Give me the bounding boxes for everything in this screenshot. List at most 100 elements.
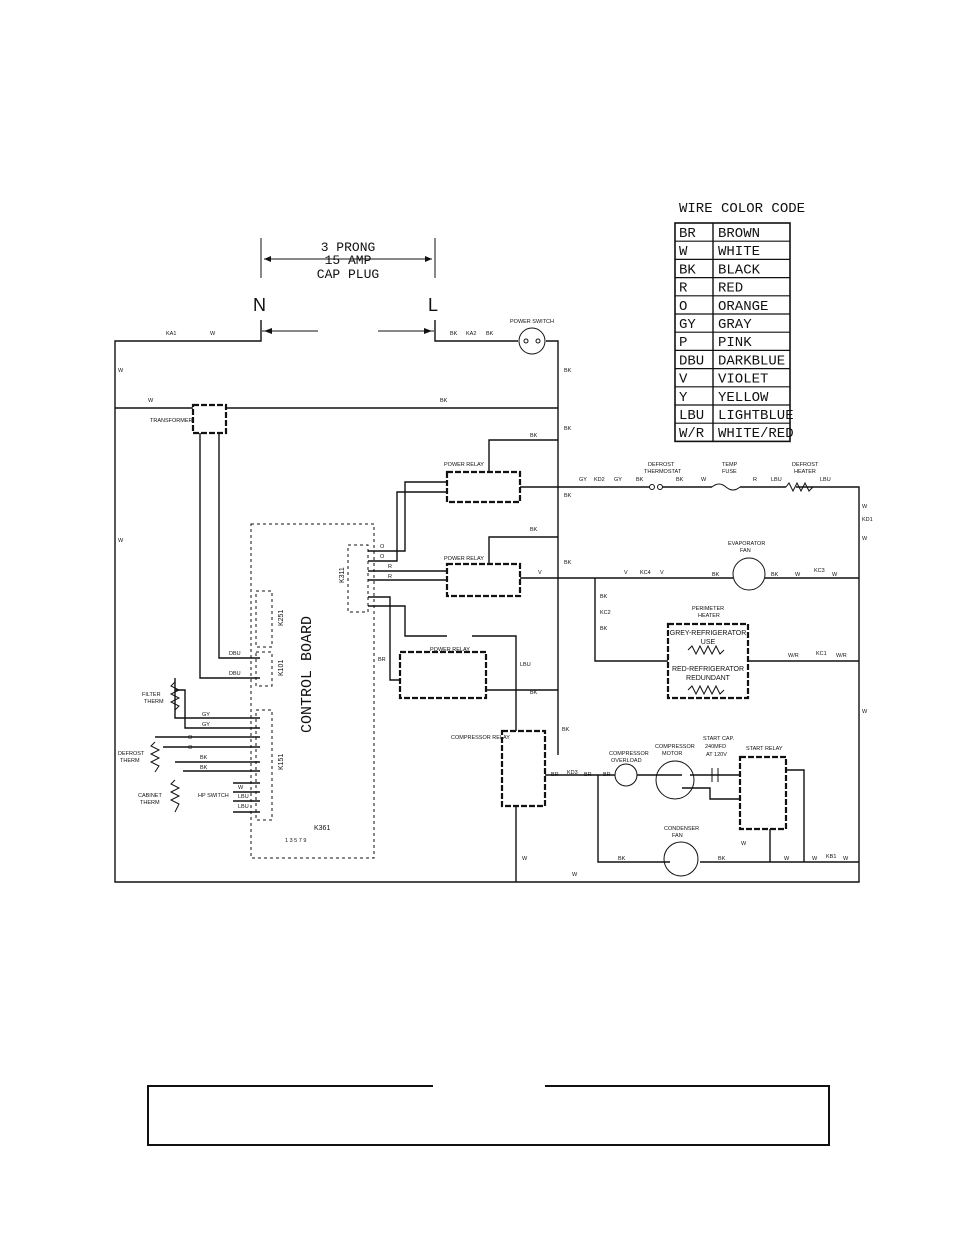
notice-box-gap xyxy=(433,1080,545,1090)
wire-label: LBU xyxy=(238,794,249,800)
filter-therm-label-2: THERM xyxy=(144,699,164,705)
condenser-fan-label-2: FAN xyxy=(672,833,683,839)
plug-line-3: CAP PLUG xyxy=(317,267,379,282)
power-relay-1-label: POWER RELAY xyxy=(444,462,484,468)
wire-label: GY xyxy=(614,477,622,483)
evaporator-fan: EVAPORATOR FAN xyxy=(728,541,766,591)
transformer-label: TRANSFORMER xyxy=(150,418,193,424)
defrost-thermostat-label-1: DEFROST xyxy=(648,462,675,468)
filter-therm: FILTER THERM xyxy=(142,681,181,711)
wire-label: W xyxy=(210,331,216,337)
wire-label: V xyxy=(538,570,542,576)
wire-labels: KA1 W BK KA2 BK W W BK BK BK BK BK BK BK… xyxy=(118,331,873,878)
line-label: L xyxy=(428,295,438,315)
heater-red-label-2: REDUNDANT xyxy=(686,675,731,682)
k151-label: K151 xyxy=(278,754,285,770)
wire-label: BR xyxy=(603,772,611,778)
compressor-relay: COMPRESSOR RELAY xyxy=(451,729,547,808)
k311-label: K311 xyxy=(339,567,346,583)
defrost-heater-label-1: DEFROST xyxy=(792,462,819,468)
condenser-fan-label-1: CONDENSER xyxy=(664,826,699,832)
power-relay-3-label: POWER RELAY xyxy=(430,647,470,653)
wire-label: R xyxy=(388,564,392,570)
k361-pins: 1 3 5 7 9 xyxy=(285,838,306,844)
wire-label: BK xyxy=(530,433,538,439)
wire-label: W xyxy=(741,841,747,847)
color-code-abbrev: W/R xyxy=(679,426,705,442)
color-code-name: ORANGE xyxy=(718,299,768,315)
wire-label: LBU xyxy=(820,477,831,483)
wire-label: BK xyxy=(676,477,684,483)
evaporator-fan-label-2: FAN xyxy=(740,548,751,554)
wire-label: BK xyxy=(200,765,208,771)
compressor-overload-label-2: OVERLOAD xyxy=(611,758,642,764)
color-code-name: WHITE/RED xyxy=(718,426,794,442)
compressor-motor-label-2: MOTOR xyxy=(662,751,682,757)
condenser-fan: CONDENSER FAN xyxy=(663,826,699,877)
color-code-name: WHITE xyxy=(718,244,760,260)
wire-label: W xyxy=(795,572,801,578)
k361-label: K361 xyxy=(314,825,330,832)
wire-label: R xyxy=(753,477,757,483)
wire-label: GY xyxy=(579,477,587,483)
start-capacitor: START CAP. 240MFD AT 120V xyxy=(703,736,735,782)
wire-label: DBU xyxy=(229,671,241,677)
wire-label: O xyxy=(188,745,193,751)
wire-label: R xyxy=(388,574,392,580)
wire-label-kd3: KD3 xyxy=(567,770,578,776)
cabinet-therm: CABINET THERM xyxy=(138,779,181,813)
start-cap-label-2: 240MFD xyxy=(705,744,726,750)
defrost-thermostat: DEFROST THERMOSTAT xyxy=(644,462,682,490)
wire-label: W xyxy=(148,398,154,404)
color-code-abbrev: W xyxy=(679,244,688,260)
defrost-heater: DEFROST HEATER xyxy=(785,462,819,493)
color-code-name: PINK xyxy=(718,335,752,351)
wire-label: W xyxy=(784,856,790,862)
color-code-abbrev: DBU xyxy=(679,353,704,369)
wire-label: W xyxy=(572,872,578,878)
wire-label: BK xyxy=(600,594,608,600)
wire-label: BK xyxy=(712,572,720,578)
wire-label: BK xyxy=(564,426,572,432)
color-code-abbrev: GY xyxy=(679,317,696,333)
wire-label: BK xyxy=(200,755,208,761)
heater-use-label-1: GREY-REFRIGERATOR xyxy=(670,630,747,637)
power-relay-1: POWER RELAY xyxy=(444,462,522,504)
wire-label-kc4: KC4 xyxy=(640,570,651,576)
wire-label: BK xyxy=(530,527,538,533)
hp-switch: HP SWITCH xyxy=(198,793,229,799)
defrost-thermostat-label-2: THERMOSTAT xyxy=(644,469,682,475)
plug-spec: 3 PRONG 15 AMP CAP PLUG N L xyxy=(253,238,438,334)
wire-label: BK xyxy=(600,626,608,632)
wire-label: V xyxy=(624,570,628,576)
plug-line-1: 3 PRONG xyxy=(321,240,376,255)
wire-label: W xyxy=(862,536,868,542)
color-code-abbrev: Y xyxy=(679,390,688,406)
wire-label-kd2: KD2 xyxy=(594,477,605,483)
wire-label: W xyxy=(843,856,849,862)
wire-label-kb1: KB1 xyxy=(826,854,836,860)
defrost-therm-label-2: THERM xyxy=(120,758,140,764)
wire-label: W xyxy=(701,477,707,483)
wire-label-ka1: KA1 xyxy=(166,331,176,337)
wire-label: BK xyxy=(564,368,572,374)
power-relay-2: POWER RELAY xyxy=(444,556,522,598)
wire-label: W/R xyxy=(836,653,847,659)
compressor-motor-label-1: COMPRESSOR xyxy=(655,744,695,750)
perimeter-heater: PERIMETER HEATER GREY-REFRIGERATOR USE R… xyxy=(666,606,750,700)
wire-label: GY xyxy=(202,722,210,728)
wire-label: W xyxy=(118,368,124,374)
wire-label: O xyxy=(380,554,385,560)
evaporator-fan-label-1: EVAPORATOR xyxy=(728,541,765,547)
wire-label: BK xyxy=(636,477,644,483)
temp-fuse-label-1: TEMP xyxy=(722,462,738,468)
wire-label: BK xyxy=(564,493,572,499)
compressor-motor: COMPRESSOR MOTOR xyxy=(655,744,695,800)
wire-label: O xyxy=(380,544,385,550)
start-relay: START RELAY xyxy=(738,746,788,831)
wire-label-kc1: KC1 xyxy=(816,651,827,657)
compressor-overload: COMPRESSOR OVERLOAD xyxy=(609,751,649,787)
color-code-abbrev: BK xyxy=(679,262,696,278)
